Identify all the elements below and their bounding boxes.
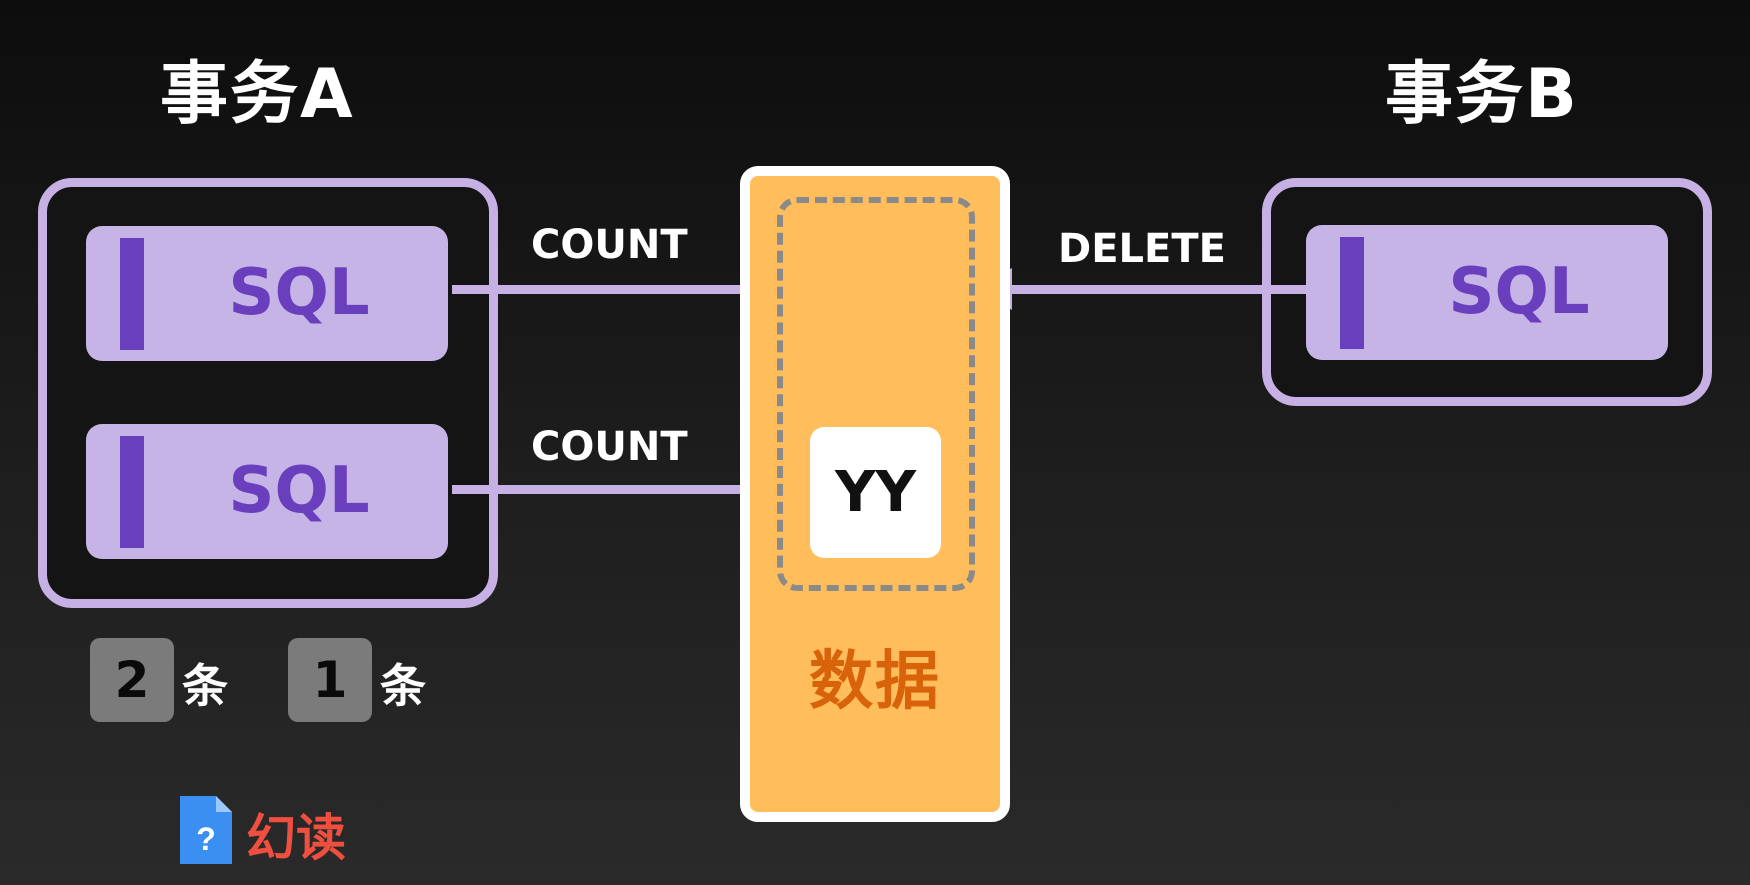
transaction-a-title: 事务A — [160, 55, 355, 134]
data-row: YY — [810, 427, 941, 558]
arrow-count-1-shaft — [452, 285, 742, 294]
sql-marker-bar — [1340, 237, 1364, 349]
svg-text:?: ? — [196, 821, 216, 857]
arrow-delete-shaft — [1010, 285, 1306, 294]
count-operation-label-2: COUNT — [531, 424, 688, 470]
delete-operation-label: DELETE — [1058, 226, 1226, 272]
sql-marker-bar — [120, 238, 144, 350]
transaction-a-sql-2: SQL — [86, 424, 448, 559]
second-count-unit: 条 — [380, 659, 426, 713]
transaction-a-sql-1: SQL — [86, 226, 448, 361]
data-store-label: 数据 — [809, 645, 941, 719]
sql-label: SQL — [228, 256, 370, 330]
question-document-icon: ? — [180, 796, 232, 864]
first-count-unit: 条 — [182, 659, 228, 713]
sql-label: SQL — [228, 454, 370, 528]
transaction-b-title: 事务B — [1385, 55, 1579, 134]
phantom-read-label: 幻读 — [246, 809, 346, 867]
sql-label: SQL — [1448, 255, 1590, 329]
second-count-badge: 1 — [288, 638, 372, 722]
sql-marker-bar — [120, 436, 144, 548]
first-count-badge: 2 — [90, 638, 174, 722]
arrow-count-2-shaft — [452, 485, 742, 494]
count-operation-label-1: COUNT — [531, 222, 688, 268]
transaction-b-sql-1: SQL — [1306, 225, 1668, 360]
phantom-range-outline — [777, 197, 975, 591]
